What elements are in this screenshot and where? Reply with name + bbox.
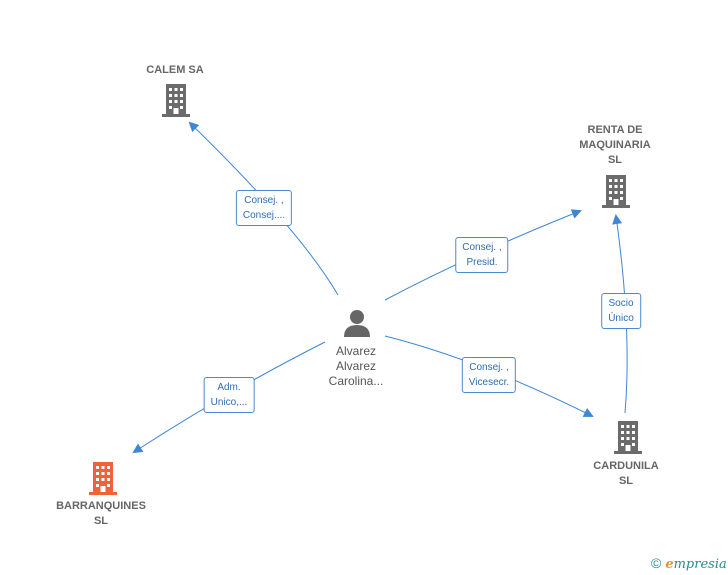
edge-label-socio-unico[interactable]: Socio Único (601, 293, 641, 329)
node-label-person[interactable]: Alvarez Alvarez Carolina... (328, 344, 384, 388)
copyright-symbol: © (651, 555, 662, 571)
node-label-cardunila[interactable]: CARDUNILA SL (593, 460, 659, 487)
building-icon[interactable] (162, 84, 190, 117)
footer-brand: ©empresia (651, 555, 727, 572)
person-icon[interactable] (344, 310, 370, 337)
edge-label-renta[interactable]: Consej. , Presid. (455, 237, 509, 273)
brand-logo: empresia (665, 557, 727, 572)
node-label-renta-de-maquinaria[interactable]: RENTA DE MAQUINARIA SL (579, 124, 651, 166)
building-icon[interactable] (614, 421, 642, 454)
edge-label-cardunila[interactable]: Consej. , Vicesecr. (461, 357, 517, 393)
building-icon-focus[interactable] (89, 462, 117, 495)
node-label-barranquines[interactable]: BARRANQUINES SL (56, 500, 146, 527)
edge-label-barranquines[interactable]: Adm. Unico,... (203, 377, 255, 413)
node-label-calem-sa[interactable]: CALEM SA (146, 64, 204, 76)
building-icon[interactable] (602, 175, 630, 208)
edge-label-calem[interactable]: Consej. , Consej.... (235, 190, 293, 226)
